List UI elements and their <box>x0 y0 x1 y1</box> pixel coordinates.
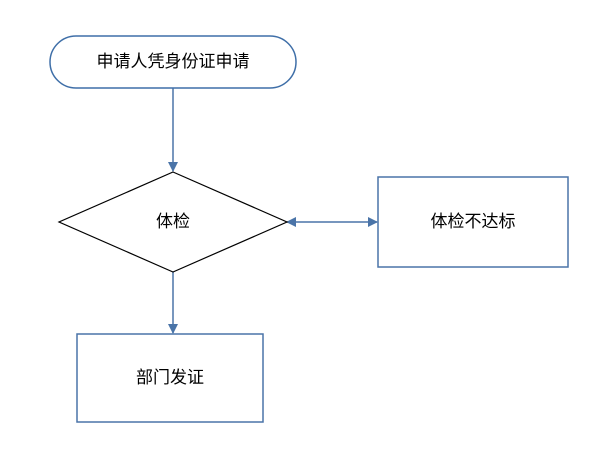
node-issue-shape <box>76 333 264 423</box>
node-fail: 体检不达标 <box>377 176 569 268</box>
node-fail-label: 体检不达标 <box>431 212 516 232</box>
node-fail-shape <box>377 176 569 268</box>
node-issue-label: 部门发证 <box>136 368 204 388</box>
node-check: 体检 <box>57 171 289 273</box>
node-start-shape <box>49 35 297 89</box>
node-start: 申请人凭身份证申请 <box>49 35 297 89</box>
node-start-label: 申请人凭身份证申请 <box>97 52 250 72</box>
node-issue: 部门发证 <box>76 333 264 423</box>
node-check-shape <box>57 171 289 273</box>
node-check-label: 体检 <box>156 212 190 232</box>
